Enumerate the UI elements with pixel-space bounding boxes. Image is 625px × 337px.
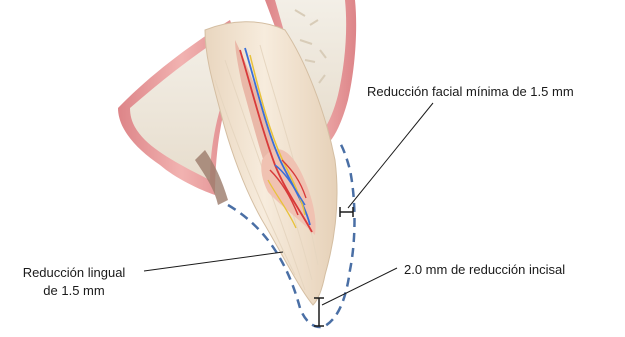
facial-leader-line: [348, 103, 433, 208]
facial-reduction-label: Reducción facial mínima de 1.5 mm: [367, 84, 574, 99]
lingual-reduction-label-line1: Reducción lingual: [23, 265, 126, 280]
incisal-leader-line: [322, 268, 397, 305]
facial-reduction-marker: [340, 103, 433, 217]
incisal-reduction-marker: [314, 268, 397, 326]
incisal-reduction-label: 2.0 mm de reducción incisal: [404, 262, 565, 277]
lingual-leader-line: [144, 252, 283, 271]
lingual-reduction-label-line2: de 1.5 mm: [43, 283, 104, 298]
